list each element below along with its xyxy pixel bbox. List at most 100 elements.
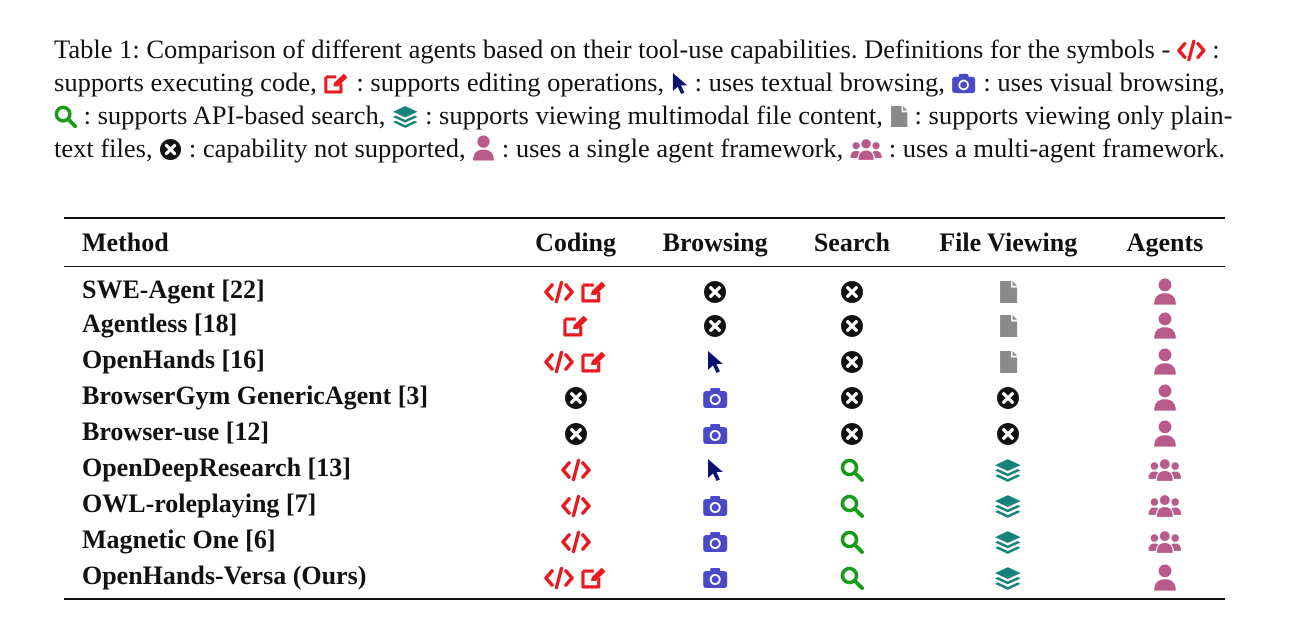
cell-file-viewing — [912, 306, 1105, 342]
camera-icon — [702, 494, 728, 518]
code-icon — [560, 494, 591, 518]
header-agents: Agents — [1104, 217, 1225, 267]
x-circle-icon — [564, 386, 588, 410]
legend-text: : supports executing code, — [54, 34, 1220, 97]
cell-search — [792, 522, 911, 558]
cell-agents — [1105, 306, 1225, 342]
layers-icon — [994, 494, 1022, 518]
cell-browsing — [638, 557, 793, 600]
cell-agents — [1105, 342, 1225, 378]
legend-text: : uses textual browsing, — [687, 67, 952, 97]
users-icon — [1148, 494, 1182, 518]
comparison-table: Method Coding Browsing Search File Viewi… — [64, 217, 1225, 600]
user-icon — [472, 135, 495, 161]
code-icon — [560, 458, 591, 482]
cell-browsing — [638, 486, 792, 522]
user-icon — [1153, 420, 1177, 448]
x-circle-icon — [996, 422, 1020, 446]
x-circle-icon — [564, 422, 588, 446]
cell-coding — [513, 450, 638, 486]
camera-icon — [702, 422, 728, 446]
table-row: OpenHands [16] — [64, 342, 1225, 378]
cursor-icon — [706, 458, 724, 482]
legend-text: : uses a multi-agent framework. — [882, 133, 1226, 163]
cell-method: OpenDeepResearch [13] — [82, 452, 351, 482]
x-circle-icon — [840, 280, 864, 304]
x-circle-icon — [840, 386, 864, 410]
camera-icon — [702, 566, 728, 590]
search-icon — [840, 458, 864, 482]
search-icon — [840, 530, 864, 554]
cell-browsing — [638, 414, 792, 450]
x-circle-icon — [703, 314, 727, 338]
cell-coding — [513, 522, 638, 558]
cell-coding — [513, 414, 638, 450]
users-icon — [850, 138, 882, 161]
legend-text: : supports viewing only plain-text files… — [54, 100, 1233, 163]
cell-method: Agentless [18] — [82, 308, 238, 338]
search-icon — [840, 566, 864, 590]
cell-search — [792, 450, 911, 486]
table-row: Browser-use [12] — [64, 414, 1225, 450]
table-row: OpenDeepResearch [13] — [64, 450, 1225, 486]
cell-agents — [1105, 522, 1225, 558]
cell-method: BrowserGym GenericAgent [3] — [82, 380, 429, 410]
camera-icon — [702, 530, 728, 554]
cell-search — [792, 486, 911, 522]
legend-text: : uses visual browsing, — [976, 67, 1225, 97]
x-circle-icon — [159, 138, 182, 161]
table-row: Magnetic One [6] — [64, 522, 1225, 558]
x-circle-icon — [840, 350, 864, 374]
table-caption: Table 1: Comparison of different agents … — [54, 33, 1244, 165]
user-icon — [1153, 564, 1177, 592]
legend-text: : supports editing operations, — [349, 67, 671, 97]
search-icon — [54, 105, 77, 128]
code-icon — [560, 530, 591, 554]
edit-icon — [580, 350, 608, 374]
cell-coding — [513, 378, 638, 414]
header-method: Method — [64, 217, 513, 267]
cell-search — [792, 378, 911, 414]
table-row: OWL-roleplaying [7] — [64, 486, 1225, 522]
code-icon — [543, 566, 574, 590]
header-browsing: Browsing — [638, 217, 793, 267]
users-icon — [1148, 530, 1182, 554]
cell-search — [792, 267, 911, 306]
cell-method: SWE-Agent [22] — [82, 275, 265, 305]
code-icon — [1177, 39, 1206, 62]
cell-agents — [1105, 414, 1225, 450]
cell-coding — [512, 557, 639, 600]
cursor-icon — [706, 350, 724, 374]
layers-icon — [994, 566, 1022, 590]
user-icon — [1153, 278, 1177, 306]
table-row: BrowserGym GenericAgent [3] — [64, 378, 1225, 414]
cell-agents — [1105, 450, 1225, 486]
cell-method: Magnetic One [6] — [82, 524, 276, 554]
caption-legend: : supports executing code, : supports ed… — [54, 34, 1233, 163]
cell-agents — [1105, 267, 1225, 306]
cell-file-viewing — [912, 522, 1105, 558]
x-circle-icon — [840, 422, 864, 446]
cell-search — [792, 414, 911, 450]
camera-icon — [951, 72, 976, 95]
cell-file-viewing — [912, 342, 1105, 378]
table-row: Agentless [18] — [64, 306, 1225, 342]
code-icon — [543, 350, 574, 374]
table-row: SWE-Agent [22] — [64, 267, 1225, 306]
table-header-row: Method Coding Browsing Search File Viewi… — [64, 217, 1225, 267]
file-icon — [999, 314, 1018, 338]
cell-agents — [1105, 378, 1225, 414]
user-icon — [1153, 384, 1177, 412]
users-icon — [1148, 458, 1182, 482]
cell-file-viewing — [912, 378, 1105, 414]
x-circle-icon — [840, 314, 864, 338]
user-icon — [1153, 312, 1177, 340]
layers-icon — [994, 530, 1022, 554]
legend-text: : supports viewing multimodal file conte… — [418, 100, 890, 130]
legend-text: : uses a single agent framework, — [495, 133, 850, 163]
cell-file-viewing — [912, 486, 1105, 522]
header-file-viewing: File Viewing — [911, 217, 1105, 267]
x-circle-icon — [703, 280, 727, 304]
file-icon — [999, 280, 1018, 304]
cell-file-viewing — [912, 414, 1105, 450]
